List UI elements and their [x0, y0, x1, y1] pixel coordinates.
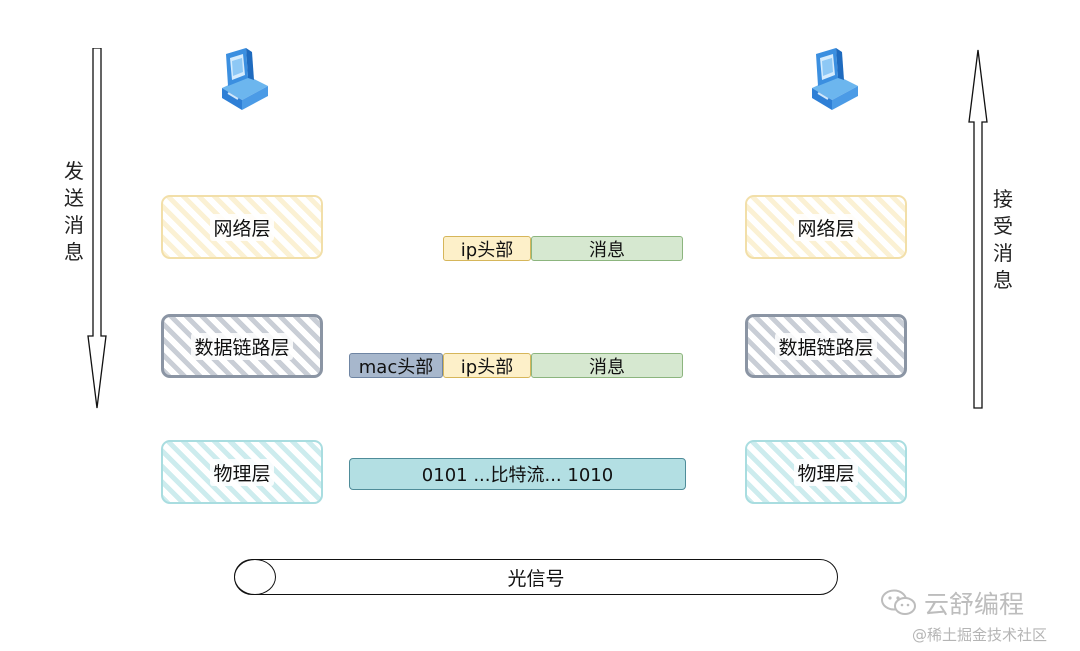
physical-bitstream: 0101 ...比特流... 1010 — [349, 458, 686, 490]
sender-datalink-layer-label: 数据链路层 — [191, 332, 293, 360]
receiver-physical-layer-label: 物理层 — [794, 458, 858, 486]
brand-watermark: 云舒编程 — [880, 586, 1070, 620]
receive-message-label: 接受消息 — [993, 187, 1013, 292]
optical-signal-label: 光信号 — [507, 567, 565, 590]
receiver-datalink-layer: 数据链路层 — [745, 314, 907, 378]
sender-datalink-layer: 数据链路层 — [161, 314, 323, 378]
receiver-datalink-layer-label: 数据链路层 — [775, 332, 877, 360]
source-watermark: @稀土掘金技术社区 — [912, 626, 1048, 644]
wechat-icon — [881, 589, 916, 615]
receiver-computer-icon — [812, 48, 858, 110]
sender-network-layer: 网络层 — [161, 195, 323, 259]
optical-signal-cable — [234, 559, 838, 595]
receiver-network-layer-label: 网络层 — [794, 213, 858, 241]
sender-computer-icon — [222, 48, 268, 110]
receiver-network-layer: 网络层 — [745, 195, 907, 259]
datalink-ip-header: ip头部 — [443, 353, 531, 378]
receiver-physical-layer: 物理层 — [745, 440, 907, 504]
sender-physical-layer-label: 物理层 — [210, 458, 274, 486]
network-message: 消息 — [531, 236, 683, 261]
send-message-label: 发送消息 — [64, 159, 84, 264]
receive-direction-arrow — [968, 49, 988, 409]
network-ip-header: ip头部 — [443, 236, 531, 261]
sender-physical-layer: 物理层 — [161, 440, 323, 504]
datalink-mac-header: mac头部 — [349, 353, 443, 378]
brand-watermark-text: 云舒编程 — [924, 590, 1025, 619]
cable-end-cap — [234, 559, 276, 595]
send-direction-arrow — [87, 48, 107, 409]
sender-network-layer-label: 网络层 — [210, 213, 274, 241]
datalink-message: 消息 — [531, 353, 683, 378]
